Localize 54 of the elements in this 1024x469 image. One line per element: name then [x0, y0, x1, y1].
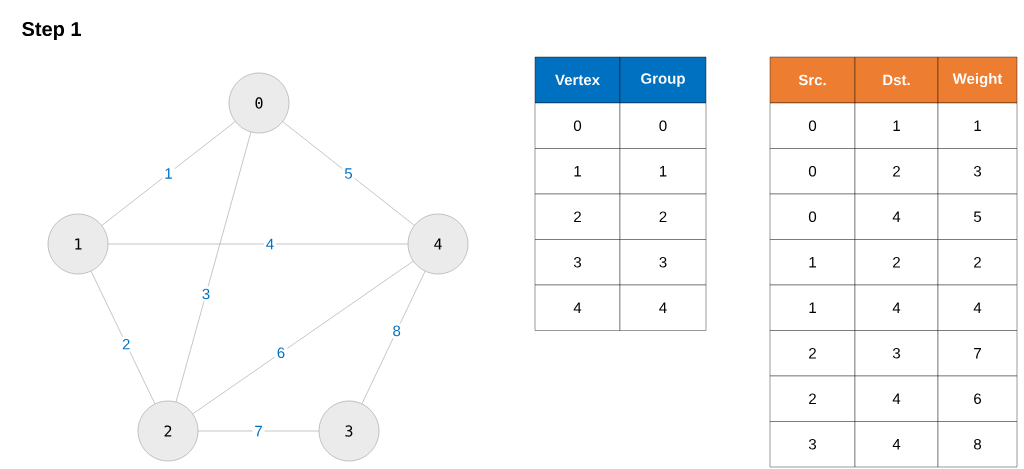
table-cell: 2	[619, 193, 707, 240]
table-cell: 4	[854, 193, 939, 240]
edge-label: 2	[120, 336, 133, 352]
table-cell: 0	[769, 148, 856, 195]
table-cell: 4	[854, 421, 939, 468]
edge-label: 5	[342, 166, 355, 181]
table-cell: 7	[937, 330, 1018, 377]
table-header-cell: Src.	[769, 56, 856, 104]
table-cell: 0	[619, 102, 707, 149]
table-cell: 3	[769, 421, 856, 468]
edge-label: 1	[162, 166, 175, 181]
table-cell: 0	[534, 102, 621, 149]
table-cell: 3	[534, 239, 621, 286]
table-cell: 4	[619, 284, 707, 331]
table-cell: 2	[769, 330, 856, 377]
edge-line	[101, 121, 236, 226]
table-cell: 4	[937, 284, 1018, 331]
table-cell: 5	[937, 193, 1018, 240]
table-cell: 2	[854, 148, 939, 195]
table-cell: 1	[534, 148, 621, 195]
table-cell: 3	[937, 148, 1018, 195]
table-cell: 3	[619, 239, 707, 286]
table-cell: 2	[854, 239, 939, 286]
table-cell: 1	[619, 148, 707, 195]
edge-line	[192, 260, 414, 415]
table-cell: 1	[937, 102, 1018, 149]
edge-line	[90, 270, 156, 405]
edge-label: 6	[274, 345, 288, 361]
edge-label: 7	[252, 423, 265, 439]
edge-line	[361, 270, 426, 405]
table-header-cell: Dst.	[854, 56, 939, 104]
edge-line	[175, 131, 252, 403]
table-cell: 1	[854, 102, 939, 149]
table-cell: 4	[854, 284, 939, 331]
edge-label: 3	[199, 286, 213, 302]
table-header-cell: Group	[619, 56, 707, 104]
table-cell: 1	[769, 239, 856, 286]
table-cell: 0	[769, 102, 856, 149]
table-header-cell: Vertex	[534, 56, 621, 104]
table-cell: 4	[854, 375, 939, 422]
table-cell: 2	[937, 239, 1018, 286]
table-cell: 2	[534, 193, 621, 240]
edge-label: 8	[390, 323, 403, 339]
table-cell: 2	[769, 375, 856, 422]
table-cell: 0	[769, 193, 856, 240]
title: Step 1	[22, 21, 81, 41]
edge-line	[282, 121, 415, 226]
table-header-cell: Weight	[937, 56, 1018, 104]
table-cell: 8	[937, 421, 1018, 468]
table-cell: 3	[854, 330, 939, 377]
table-cell: 4	[534, 284, 621, 331]
edge-label: 4	[263, 236, 277, 252]
table-cell: 6	[937, 375, 1018, 422]
table-cell: 1	[769, 284, 856, 331]
